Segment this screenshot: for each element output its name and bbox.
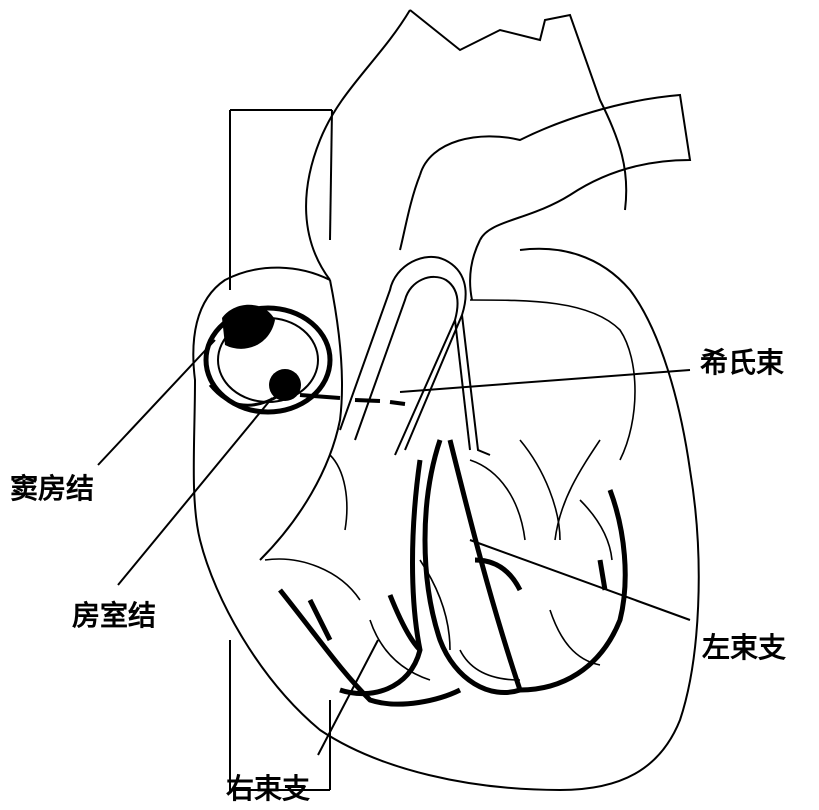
leader-sa-node	[98, 340, 215, 465]
label-right-bundle-branch: 右束支	[226, 772, 310, 805]
leader-his-bundle	[400, 370, 690, 392]
vena-cava	[230, 110, 332, 790]
left-bundle-branch	[425, 440, 625, 693]
av-node	[269, 369, 301, 401]
leader-left-bundle	[470, 540, 690, 620]
label-av-node: 房室结	[72, 599, 156, 632]
label-sa-node: 窦房结	[10, 472, 94, 505]
aortic-arch	[400, 95, 690, 300]
label-left-bundle-branch: 左束支	[702, 631, 786, 664]
pulmonary-trunk	[306, 10, 626, 280]
label-his-bundle: 希氏束	[700, 346, 784, 379]
